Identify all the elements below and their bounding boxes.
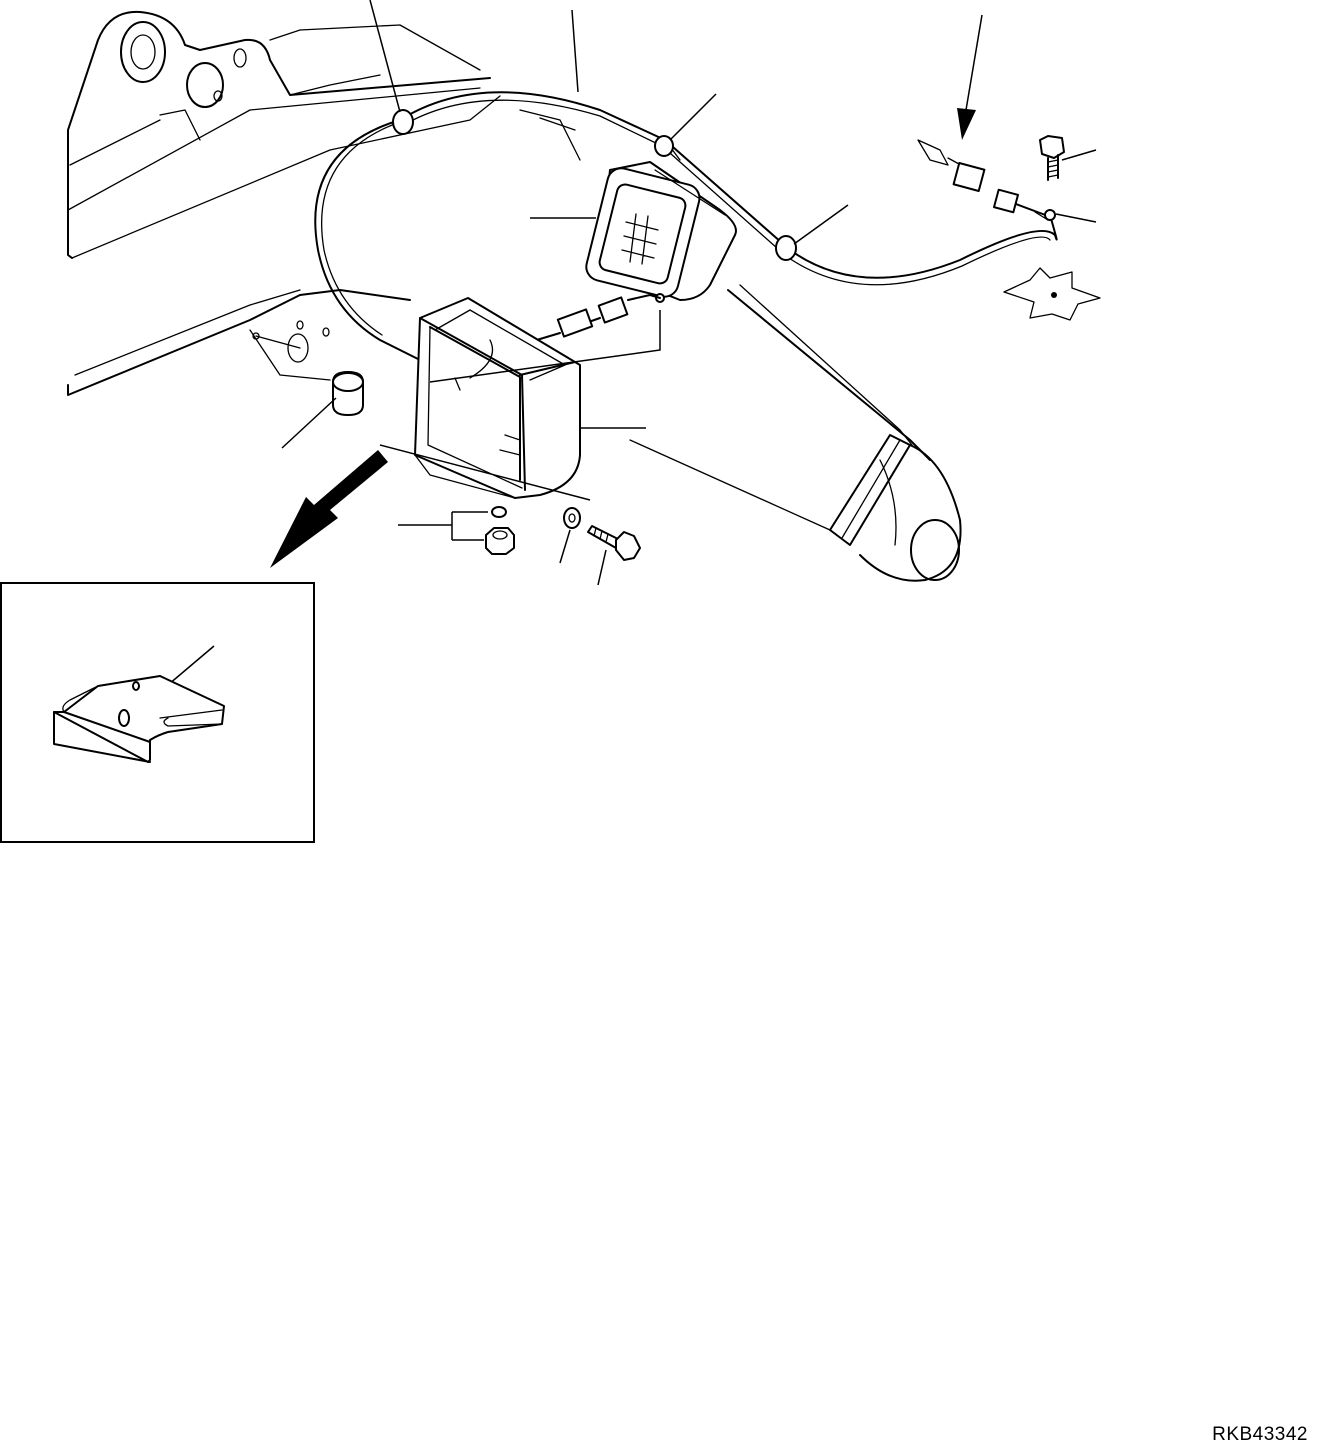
bracket-plate-detail bbox=[54, 676, 224, 762]
work-lamp bbox=[583, 162, 736, 302]
lamp-guard-box bbox=[415, 298, 580, 498]
ground-plate bbox=[1004, 268, 1100, 320]
detail-view-arrow bbox=[270, 450, 388, 568]
harness-clamp-2 bbox=[655, 136, 673, 156]
ground-terminal bbox=[1045, 210, 1055, 220]
lamp-connector-pair bbox=[520, 295, 660, 345]
washer-small bbox=[492, 507, 506, 517]
ground-point bbox=[1051, 292, 1057, 298]
view-direction-arrow bbox=[957, 15, 982, 140]
ground-bolt bbox=[1040, 136, 1064, 180]
spacer-collar bbox=[333, 372, 363, 415]
lock-washer bbox=[564, 508, 580, 528]
harness-clamp-1 bbox=[393, 110, 413, 134]
harness-clamp-3 bbox=[776, 236, 796, 260]
detail-view-inset bbox=[1, 583, 314, 842]
drawing-code: RKB43342 bbox=[1212, 1424, 1308, 1445]
mounting-bolt bbox=[588, 526, 640, 560]
boom-upper-section bbox=[68, 12, 580, 258]
harness-connector-pair bbox=[918, 140, 1048, 216]
hex-nut bbox=[486, 528, 514, 554]
boom-lower-section bbox=[68, 285, 961, 581]
leader-lines bbox=[162, 0, 1096, 690]
